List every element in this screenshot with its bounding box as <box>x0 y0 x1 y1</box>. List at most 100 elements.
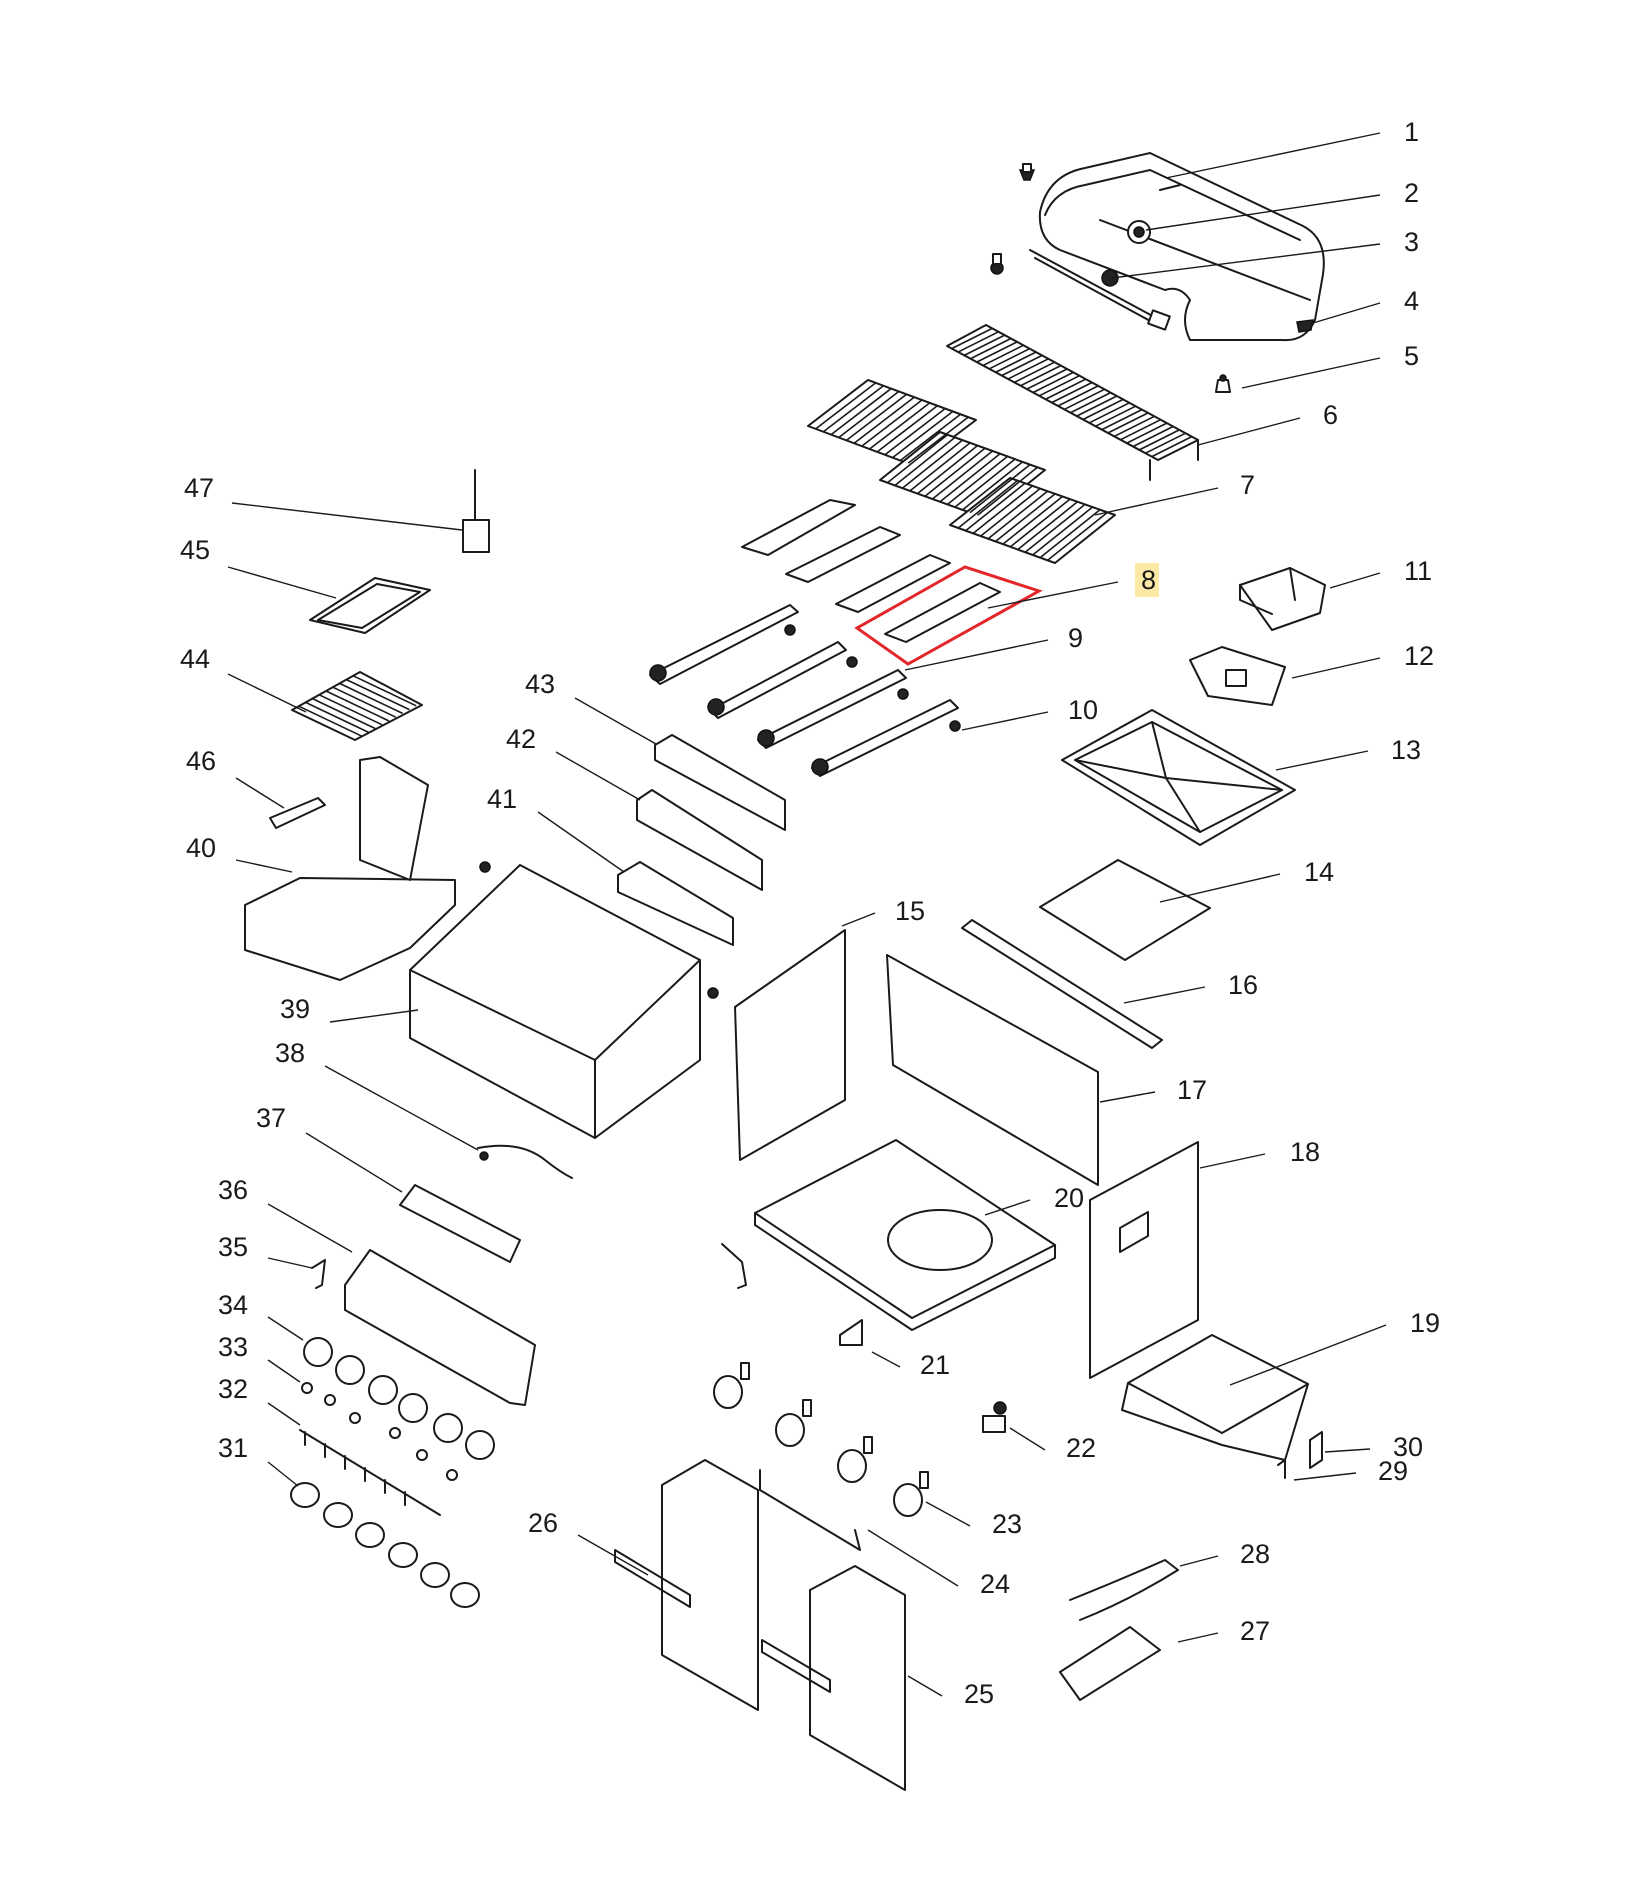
callout-number-37[interactable]: 37 <box>256 1103 286 1133</box>
part-heat-shield[interactable] <box>1039 859 1211 961</box>
part-heat-grille[interactable] <box>399 1184 521 1263</box>
callout-number-46[interactable]: 46 <box>186 746 216 776</box>
callout-number-9[interactable]: 9 <box>1068 623 1083 653</box>
part-left-side-panel[interactable] <box>734 929 846 1161</box>
part-caster[interactable] <box>713 1362 929 1517</box>
part-flame-tamer[interactable] <box>741 499 1001 643</box>
callout-number-32[interactable]: 32 <box>218 1374 248 1404</box>
callout-number-14[interactable]: 14 <box>1304 857 1334 887</box>
part-grease-cup[interactable] <box>1189 646 1286 706</box>
callout-number-47[interactable]: 47 <box>184 473 214 503</box>
part-cooking-grate[interactable] <box>807 379 1116 564</box>
part-side-burner[interactable] <box>244 756 456 981</box>
callout-number-31[interactable]: 31 <box>218 1433 248 1463</box>
callout-number-17[interactable]: 17 <box>1177 1075 1207 1105</box>
callout-number-42[interactable]: 42 <box>506 724 536 754</box>
part-side-shelf[interactable] <box>1121 1334 1309 1461</box>
callout-number-20[interactable]: 20 <box>1054 1183 1084 1213</box>
part-firebox[interactable] <box>409 864 701 1139</box>
callout-number-13[interactable]: 13 <box>1391 735 1421 765</box>
part-igniter[interactable] <box>982 1401 1007 1433</box>
callout-number-41[interactable]: 41 <box>487 784 517 814</box>
part-clip[interactable] <box>839 1319 863 1346</box>
part-side-burner-grate[interactable] <box>291 671 423 741</box>
part-manifold-bracket[interactable] <box>311 1259 326 1289</box>
part-control-knob[interactable] <box>290 1482 480 1608</box>
callout-number-33[interactable]: 33 <box>218 1332 248 1362</box>
callout-number-11[interactable]: 11 <box>1404 556 1432 586</box>
callout-number-40[interactable]: 40 <box>186 833 216 863</box>
callout-number-39[interactable]: 39 <box>280 994 310 1024</box>
part-tank-strap[interactable] <box>1069 1559 1179 1621</box>
part-right-side-panel[interactable] <box>1089 1141 1199 1379</box>
part-warming-rack[interactable] <box>946 324 1199 481</box>
part-burner[interactable] <box>649 604 959 777</box>
callout-number-34[interactable]: 34 <box>218 1290 248 1320</box>
part-right-door[interactable] <box>761 1565 906 1791</box>
callout-number-35[interactable]: 35 <box>218 1232 248 1262</box>
callout-number-36[interactable]: 36 <box>218 1175 248 1205</box>
highlight-box <box>854 565 1043 666</box>
lid-bumper[interactable] <box>1018 163 1036 181</box>
firebox-knob[interactable] <box>479 861 719 999</box>
part-small-clip[interactable] <box>1277 1431 1323 1479</box>
part-cross-brace[interactable] <box>961 919 1163 1049</box>
lid-stop[interactable] <box>990 253 1004 275</box>
callout-number-10[interactable]: 10 <box>1068 695 1098 725</box>
callout-number-8[interactable]: 8 <box>1141 565 1156 595</box>
part-grease-tray[interactable] <box>1061 709 1296 846</box>
callout-number-7[interactable]: 7 <box>1240 470 1255 500</box>
callout-number-44[interactable]: 44 <box>180 644 210 674</box>
callout-number-29[interactable]: 29 <box>1378 1456 1408 1486</box>
callout-number-45[interactable]: 45 <box>180 535 210 565</box>
callout-number-23[interactable]: 23 <box>992 1509 1022 1539</box>
callout-number-25[interactable]: 25 <box>964 1679 994 1709</box>
part-igniter-wire[interactable] <box>477 1144 573 1179</box>
part-control-panel[interactable] <box>344 1249 536 1406</box>
callout-number-19[interactable]: 19 <box>1410 1308 1440 1338</box>
callout-number-26[interactable]: 26 <box>528 1508 558 1538</box>
callout-number-12[interactable]: 12 <box>1404 641 1434 671</box>
callout-number-22[interactable]: 22 <box>1066 1433 1096 1463</box>
part-lid[interactable] <box>1029 152 1325 342</box>
part-tank-bracket[interactable] <box>1059 1626 1161 1701</box>
part-tank-clip[interactable] <box>721 1243 747 1289</box>
part-door-bracket[interactable] <box>759 1469 861 1551</box>
leader-line-19 <box>1229 1324 1387 1386</box>
callout-number-38[interactable]: 38 <box>275 1038 305 1068</box>
callout-number-24[interactable]: 24 <box>980 1569 1010 1599</box>
screw[interactable] <box>1296 319 1314 333</box>
part-front-trim[interactable] <box>654 734 786 831</box>
part-burner-pin[interactable] <box>784 624 961 732</box>
part-knob-bezel[interactable] <box>303 1337 495 1460</box>
part-manifold[interactable] <box>299 1429 441 1516</box>
part-valve-pin[interactable] <box>301 1382 458 1481</box>
leader-line-35 <box>267 1257 313 1269</box>
callout-number-16[interactable]: 16 <box>1228 970 1258 1000</box>
callout-number-21[interactable]: 21 <box>920 1350 950 1380</box>
part-rear-trim[interactable] <box>636 789 763 891</box>
part-rear-panel[interactable] <box>886 954 1099 1186</box>
leader-line-16 <box>1123 986 1206 1004</box>
part-side-burner-lid[interactable] <box>309 577 431 634</box>
callout-number-28[interactable]: 28 <box>1240 1539 1270 1569</box>
callout-number-18[interactable]: 18 <box>1290 1137 1320 1167</box>
part-burner-bracket[interactable] <box>269 797 326 829</box>
callout-number-43[interactable]: 43 <box>525 669 555 699</box>
callout-number-15[interactable]: 15 <box>895 896 925 926</box>
callout-number-27[interactable]: 27 <box>1240 1616 1270 1646</box>
part-bracket[interactable] <box>1239 567 1326 631</box>
callout-number-3[interactable]: 3 <box>1404 227 1419 257</box>
bumper[interactable] <box>1215 374 1231 393</box>
leader-line-37 <box>305 1132 403 1193</box>
part-bottom-shelf[interactable] <box>754 1139 1056 1331</box>
callout-number-1[interactable]: 1 <box>1404 117 1419 147</box>
callout-number-5[interactable]: 5 <box>1404 341 1419 371</box>
part-rear-shield[interactable] <box>617 861 734 946</box>
callout-number-2[interactable]: 2 <box>1404 178 1419 208</box>
part-ignition-module[interactable] <box>462 469 490 553</box>
part-left-door[interactable] <box>614 1459 759 1711</box>
callout-number-6[interactable]: 6 <box>1323 400 1338 430</box>
callout-number-4[interactable]: 4 <box>1404 286 1419 316</box>
callout-number-30[interactable]: 30 <box>1393 1432 1423 1462</box>
